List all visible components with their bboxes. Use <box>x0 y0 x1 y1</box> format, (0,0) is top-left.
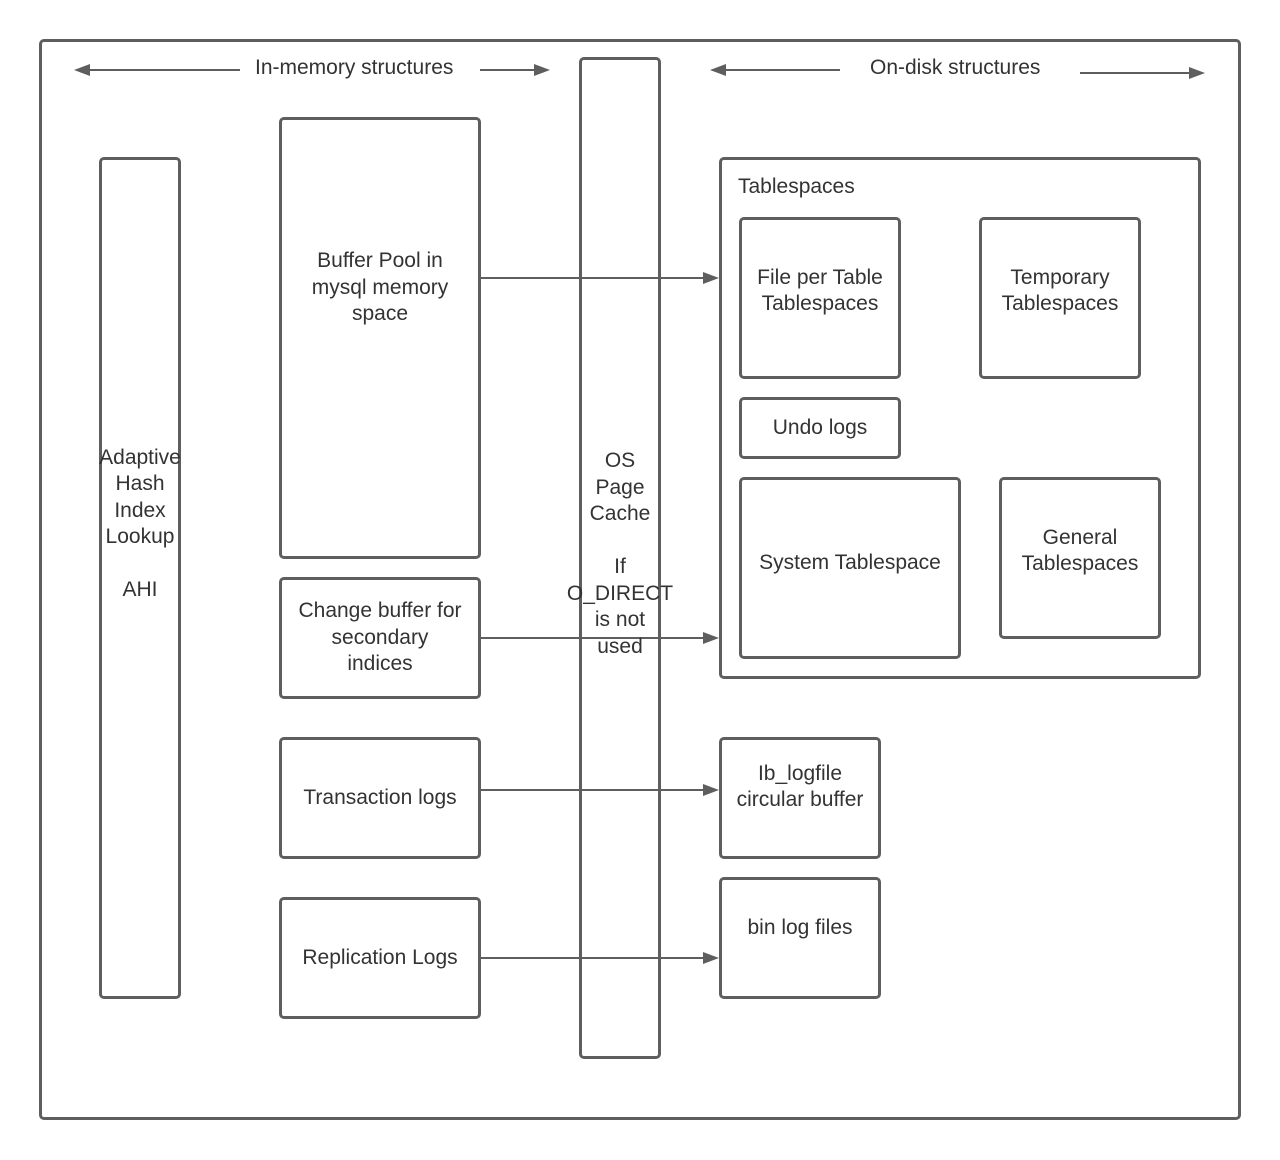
buffer-pool-label: Buffer Pool in mysql memory space <box>311 249 449 326</box>
temporary-tablespaces-label: Temporary Tablespaces <box>1001 265 1119 316</box>
os-page-cache-box <box>579 57 661 1059</box>
change-buffer-label: Change buffer for secondary indices <box>298 599 462 676</box>
replication-logs-label: Replication Logs <box>302 945 458 969</box>
undo-logs-label: Undo logs <box>772 415 868 439</box>
os-page-cache-label: OS Page Cache If O_DIRECT is not used <box>566 449 674 658</box>
system-tablespace-label: System Tablespace <box>759 550 941 574</box>
on-disk-structures-header: On-disk structures <box>870 56 1041 79</box>
file-per-table-tablespaces-box: File per Table Tablespaces <box>739 217 901 379</box>
ib-logfile-label: Ib_logfile circular buffer <box>736 761 864 812</box>
bin-log-files-box: bin log files <box>719 877 881 999</box>
general-tablespaces-box: General Tablespaces <box>999 477 1161 639</box>
general-tablespaces-label: General Tablespaces <box>1021 525 1139 576</box>
buffer-pool-box: Buffer Pool in mysql memory space <box>279 117 481 559</box>
bin-log-files-label: bin log files <box>747 915 853 939</box>
change-buffer-box: Change buffer for secondary indices <box>279 577 481 699</box>
in-memory-structures-header: In-memory structures <box>255 56 454 79</box>
system-tablespace-box: System Tablespace <box>739 477 961 659</box>
adaptive-hash-index-label: Adaptive Hash Index Lookup AHI <box>99 445 181 602</box>
temporary-tablespaces-box: Temporary Tablespaces <box>979 217 1141 379</box>
replication-logs-box: Replication Logs <box>279 897 481 1019</box>
ib-logfile-box: Ib_logfile circular buffer <box>719 737 881 859</box>
tablespaces-title: Tablespaces <box>738 175 855 198</box>
file-per-table-tablespaces-label: File per Table Tablespaces <box>757 265 883 316</box>
undo-logs-box: Undo logs <box>739 397 901 459</box>
adaptive-hash-index-box: Adaptive Hash Index Lookup AHI <box>99 157 181 999</box>
transaction-logs-label: Transaction logs <box>303 785 457 809</box>
transaction-logs-box: Transaction logs <box>279 737 481 859</box>
